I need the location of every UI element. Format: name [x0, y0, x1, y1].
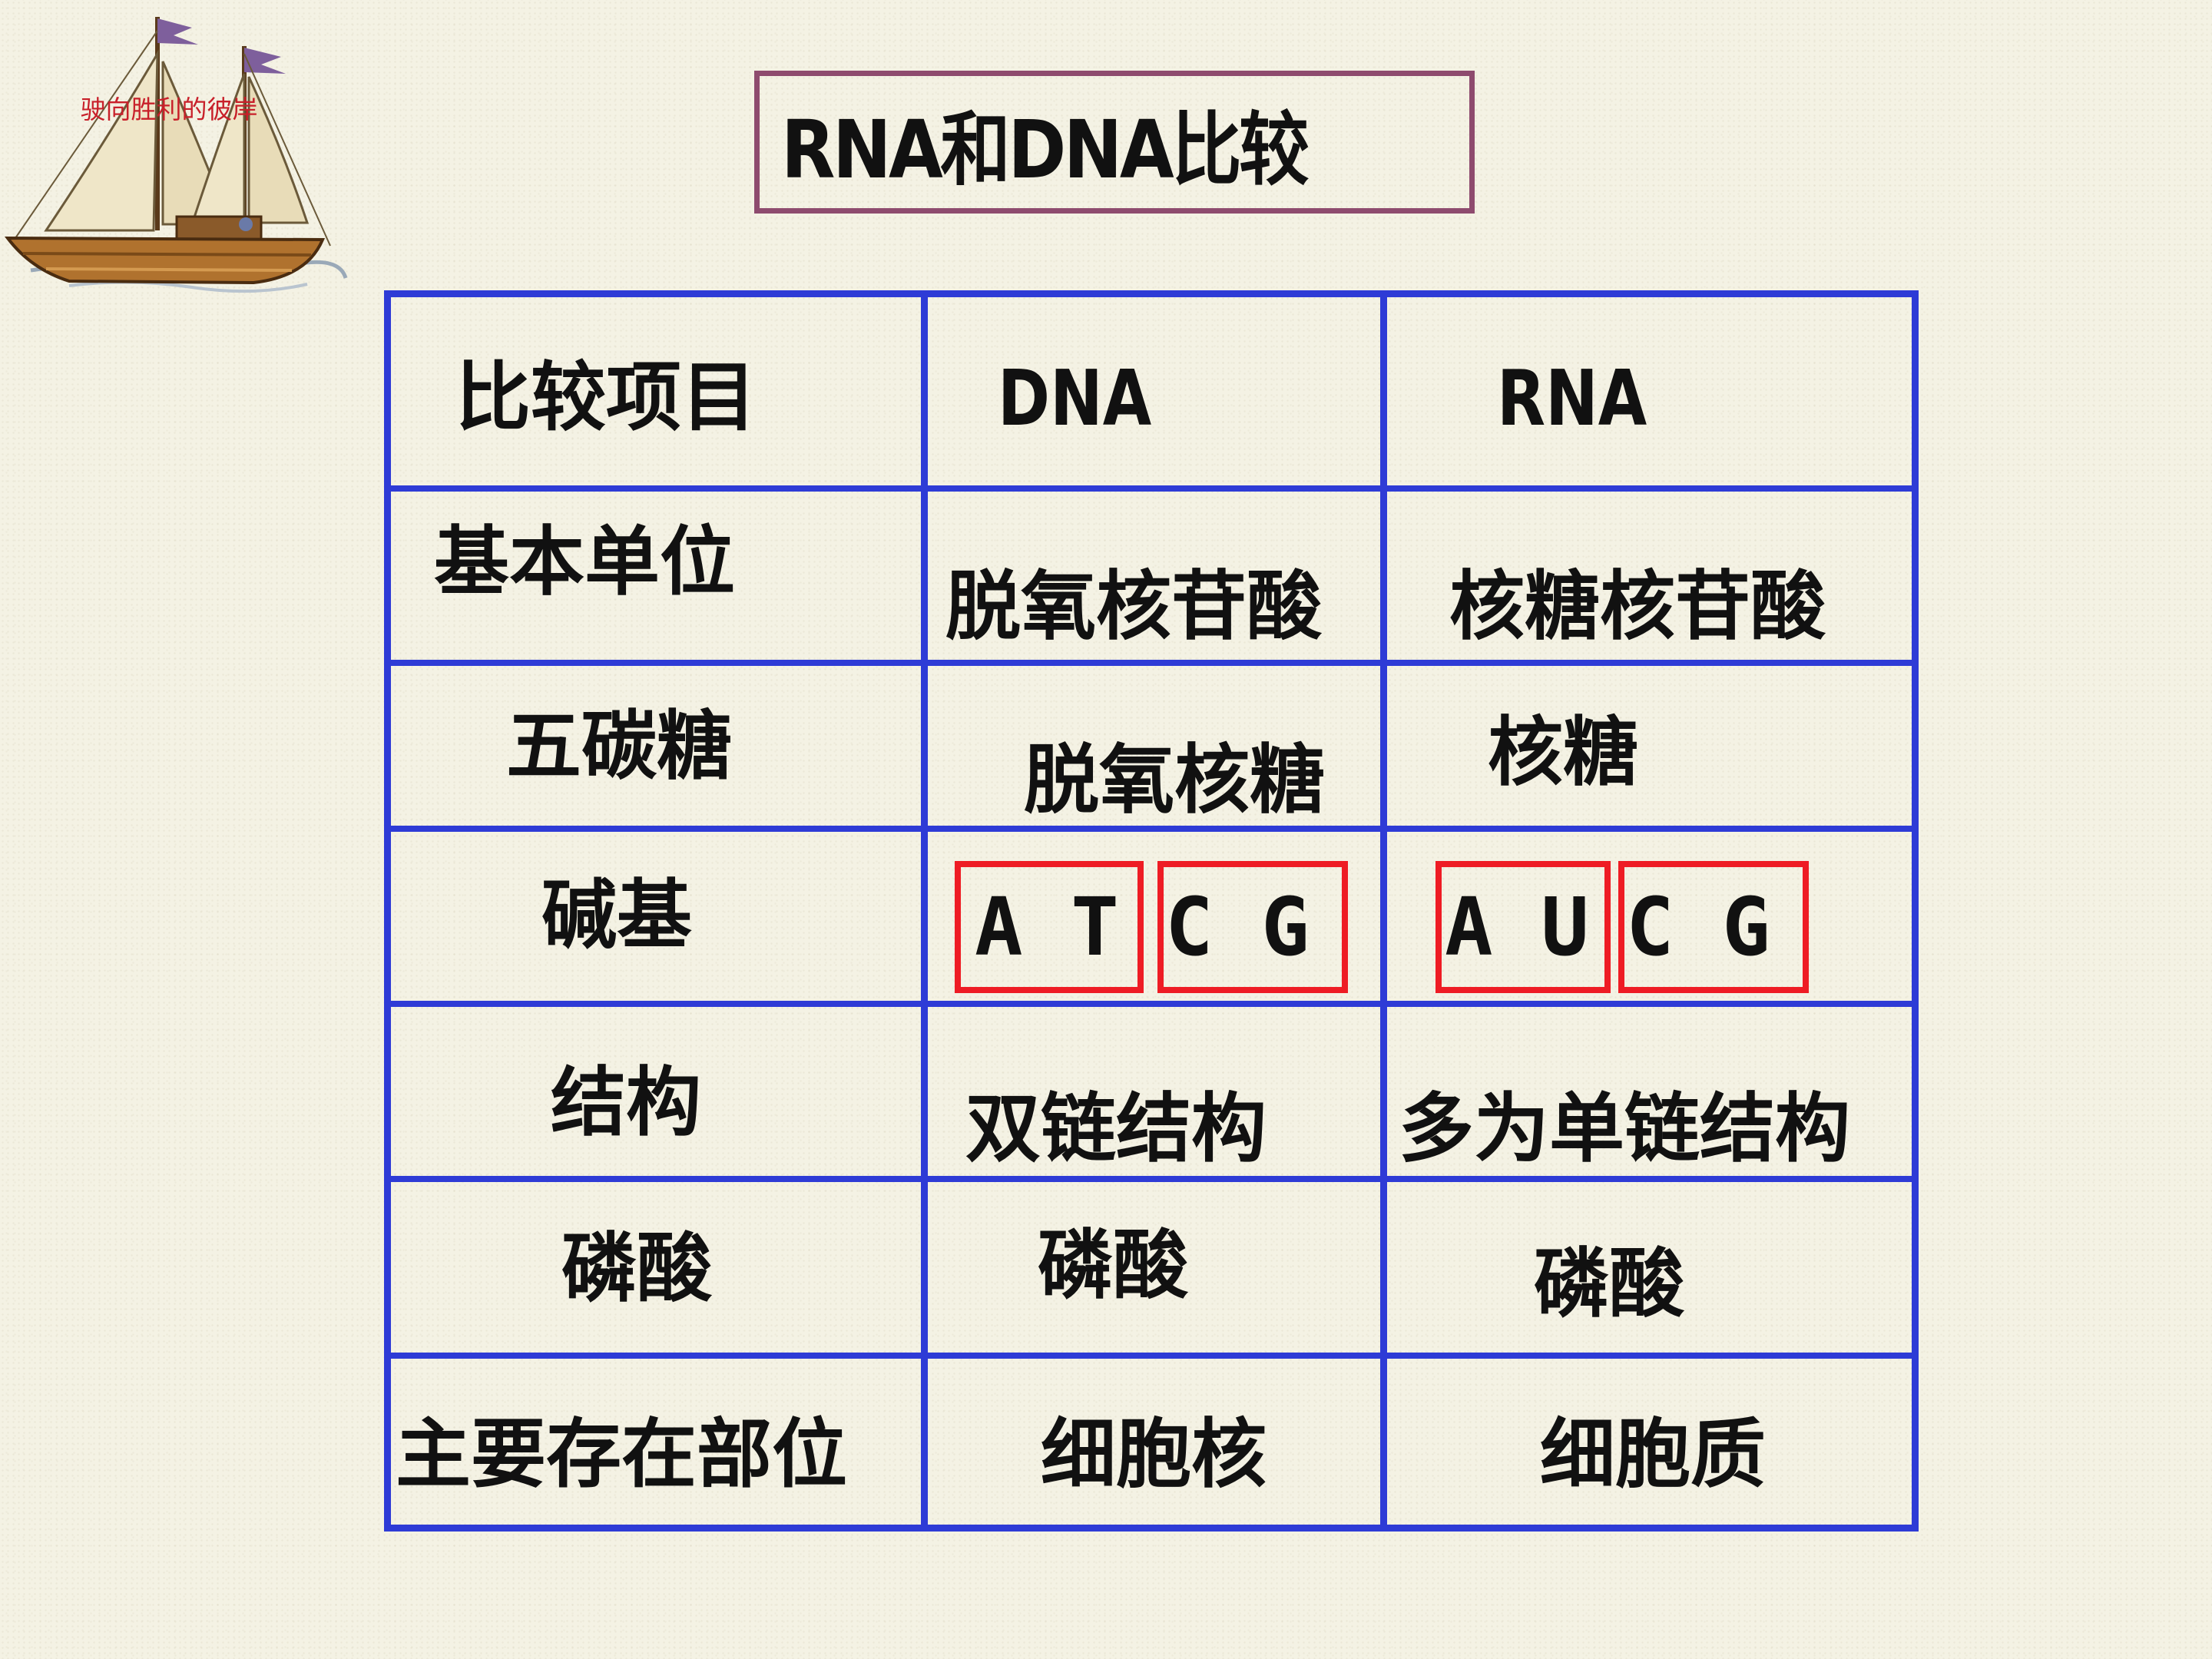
row-divider: [391, 660, 1912, 666]
dna-cell: 磷酸: [1038, 1221, 1189, 1310]
dna-shared-bases-highlight: [1157, 861, 1348, 993]
row-divider: [391, 1353, 1912, 1359]
row-label: 碱基: [541, 871, 693, 959]
header-dna: DNA: [998, 353, 1152, 443]
row-divider: [391, 485, 1912, 492]
dna-cell: 双链结构: [965, 1084, 1267, 1173]
rna-specific-bases-highlight: [1435, 861, 1611, 993]
row-label: 五碳糖: [506, 702, 733, 790]
dna-specific-bases-highlight: [955, 861, 1144, 993]
sailing-ship-icon: [4, 17, 348, 293]
rna-cell: 多为单链结构: [1399, 1084, 1851, 1173]
dna-cell: 脱氧核苷酸: [945, 562, 1323, 651]
title-box: RNA和DNA比较: [754, 71, 1475, 214]
row-label: 磷酸: [561, 1224, 713, 1313]
dna-shared-bases: C G: [1165, 880, 1310, 974]
dna-cell: 脱氧核糖: [1024, 736, 1326, 824]
logo-caption: 驶向胜利的彼岸: [80, 94, 258, 124]
row-label: 基本单位: [434, 518, 736, 606]
row-label: 主要存在部位: [396, 1410, 848, 1498]
rna-cell: 磷酸: [1534, 1240, 1685, 1328]
rna-shared-bases-highlight: [1618, 861, 1809, 993]
comparison-table: 比较项目 DNA RNA 基本单位 脱氧核苷酸 核糖核苷酸 五碳糖 脱氧核糖 核…: [384, 290, 1919, 1532]
rna-shared-bases: C G: [1626, 880, 1770, 974]
rna-cell: 细胞质: [1540, 1410, 1767, 1498]
column-divider: [921, 297, 928, 1525]
row-label: 结构: [551, 1058, 702, 1147]
dna-specific-bases: A T: [975, 880, 1119, 974]
rna-cell: 核糖: [1488, 708, 1639, 796]
row-divider: [391, 1176, 1912, 1182]
row-divider: [391, 1001, 1912, 1007]
row-divider: [391, 826, 1912, 832]
rna-cell: 核糖核苷酸: [1449, 562, 1826, 651]
dna-cell: 细胞核: [1041, 1410, 1267, 1498]
logo: 驶向胜利的彼岸: [0, 0, 353, 300]
rna-specific-bases: A U: [1445, 880, 1589, 974]
header-rna: RNA: [1497, 353, 1647, 443]
header-item: 比较项目: [455, 353, 757, 442]
column-divider: [1380, 297, 1387, 1525]
page-title: RNA和DNA比较: [781, 102, 1310, 197]
